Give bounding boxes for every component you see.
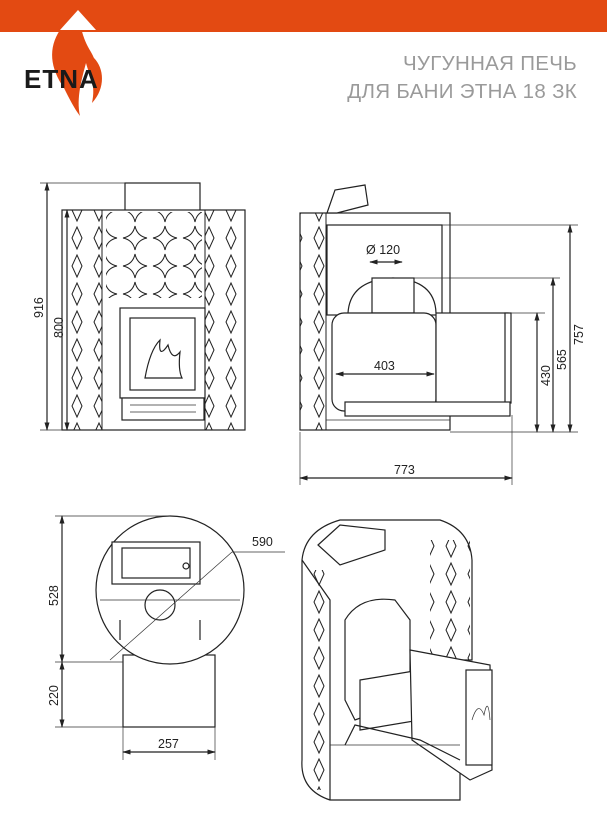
- front-height-total: 916: [32, 297, 46, 318]
- side-height-total: 757: [572, 324, 586, 345]
- top-depth-firebox: 220: [47, 685, 61, 706]
- title-line-1: ЧУГУННАЯ ПЕЧЬ: [402, 52, 577, 75]
- front-height-body: 800: [52, 317, 66, 338]
- side-firebox-width: 403: [374, 359, 395, 373]
- title-line-2: ДЛЯ БАНИ ЭТНА 18 ЗК: [347, 80, 577, 103]
- side-view: Ø 120 403 757 565 430 773: [299, 184, 586, 485]
- top-diameter: 590: [252, 535, 273, 549]
- isometric-view: [301, 519, 493, 801]
- page-title: ЧУГУННАЯ ПЕЧЬ ДЛЯ БАНИ ЭТНА 18 ЗК: [347, 50, 577, 106]
- top-depth-body: 528: [47, 585, 61, 606]
- top-view: 590 528 220 257: [47, 515, 285, 760]
- svg-text:ETNA: ETNA: [24, 64, 99, 94]
- side-flue-diameter: Ø 120: [366, 243, 400, 257]
- etna-logo: ETNA: [24, 10, 102, 116]
- side-depth: 773: [394, 463, 415, 477]
- side-height-door: 430: [539, 365, 553, 386]
- header-bar: [0, 0, 607, 32]
- top-firebox-width: 257: [158, 737, 179, 751]
- front-view: 916 800: [32, 182, 246, 431]
- side-height-flue: 565: [555, 349, 569, 370]
